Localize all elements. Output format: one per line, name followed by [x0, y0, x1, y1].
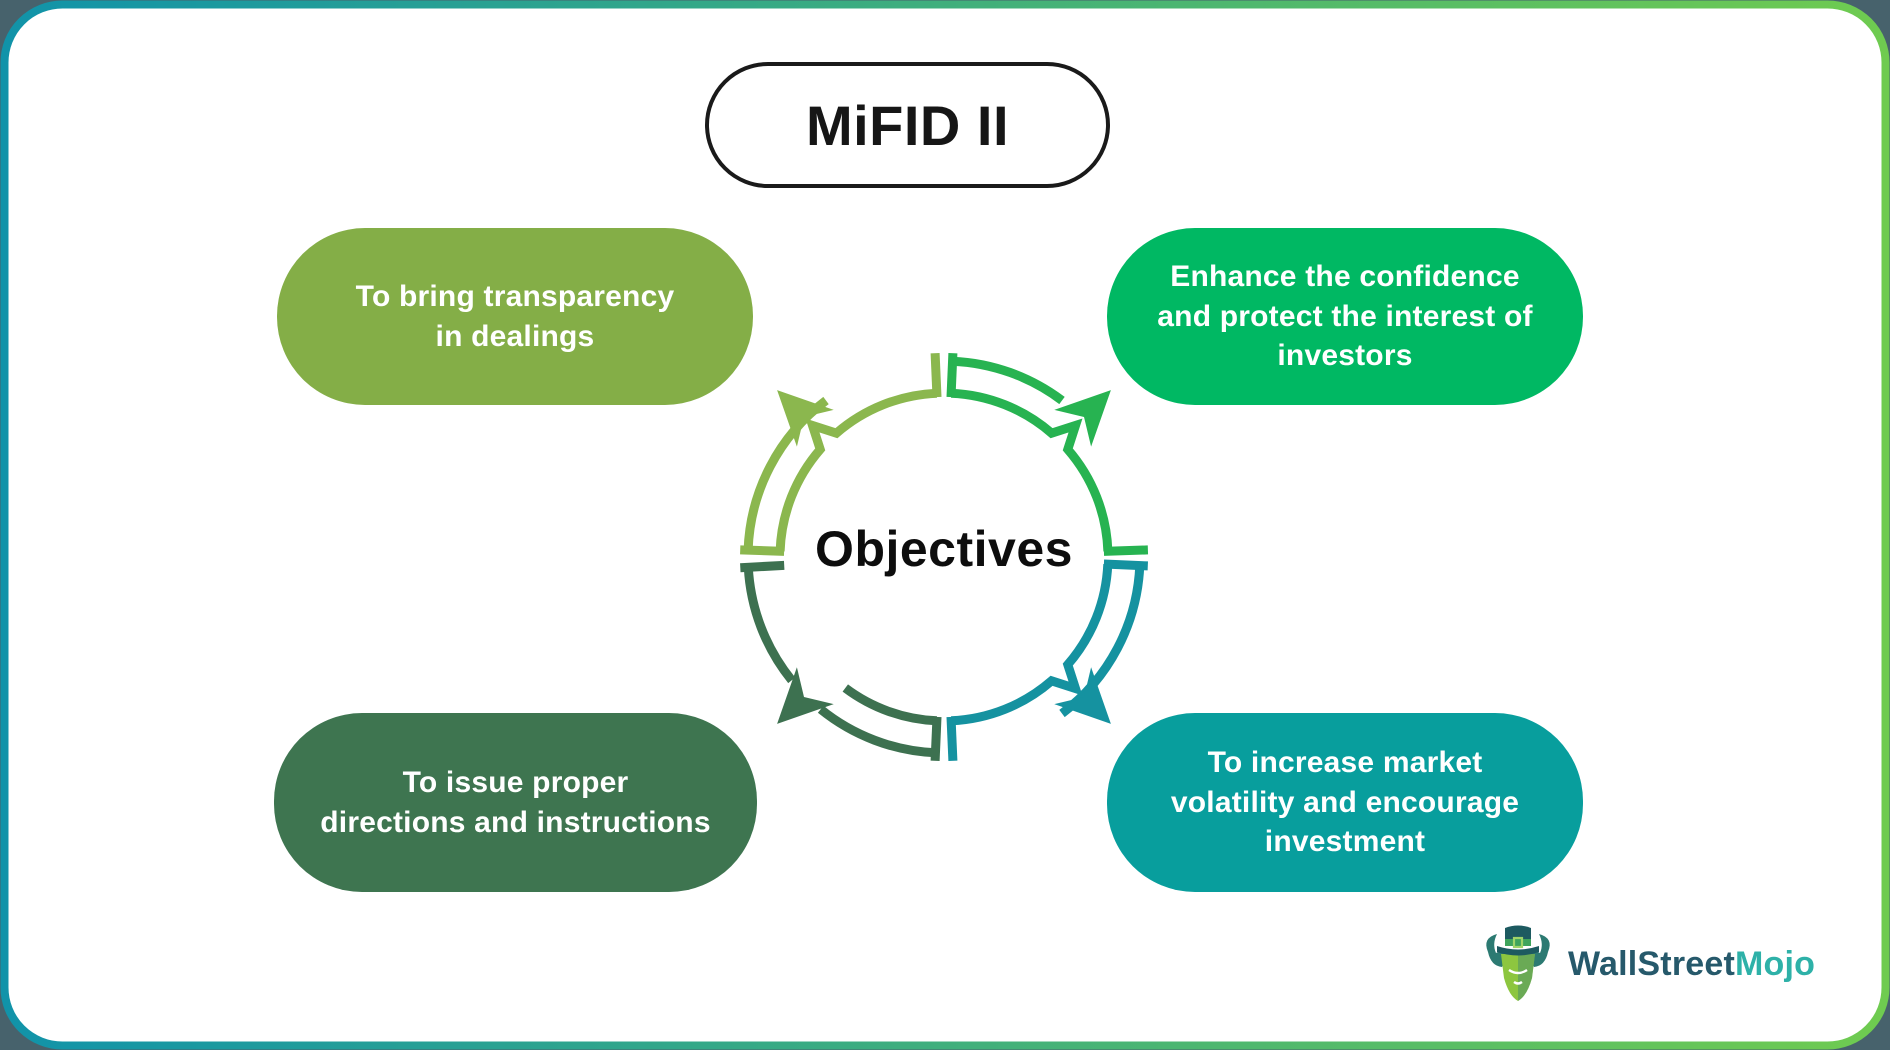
title-pill: MiFID II [705, 62, 1110, 188]
bull-hat-brim [1497, 946, 1539, 956]
page-title: MiFID II [805, 93, 1010, 157]
box-directions-label: To issue proper directions and instructi… [320, 765, 711, 839]
arc-outer-bottom-left [743, 567, 796, 684]
box-transparency-label: To bring transparency in dealings [355, 279, 675, 353]
cycle-arc-top-left [740, 353, 942, 556]
bull-hat-buckle [1512, 936, 1524, 949]
arc-inner-top-right [950, 388, 1113, 552]
bull-face-shade [1518, 954, 1535, 1001]
box-confidence: Enhance the confidence and protect the i… [1107, 228, 1583, 405]
bull-icon [1486, 925, 1550, 1001]
box-volatility: To increase market volatility and encour… [1107, 713, 1583, 892]
arc-cap-top-left-of-gap [930, 353, 942, 398]
arrow-se-icon [1054, 667, 1111, 724]
center-label: Objectives [815, 521, 1073, 577]
bull-hat-band [1505, 939, 1531, 946]
logo-text-wallstreet: WallStreet [1568, 944, 1736, 983]
box-directions: To issue proper directions and instructi… [274, 713, 757, 892]
logo-wordmark: WallStreetMojo [1568, 945, 1815, 984]
logo-text-mojo: Mojo [1735, 944, 1816, 983]
cycle-arc-bottom-left [740, 560, 942, 761]
arrow-nw-icon [777, 390, 834, 447]
arc-inner-bottom-right [950, 563, 1113, 726]
cycle-arc-bottom-right [946, 559, 1148, 761]
arc-cap-bottom-left-of-gap [930, 716, 942, 761]
arc-cap-right-below-gap [1103, 559, 1148, 571]
cycle-arc-top-right [946, 353, 1149, 556]
arc-cap-left-above-gap [740, 545, 785, 556]
arc-inner-bottom-left [842, 684, 938, 726]
arrow-ne-icon [1054, 390, 1111, 447]
arrow-sw-icon [777, 667, 834, 724]
arc-cap-left-below-gap [740, 560, 785, 573]
arc-outer2-bottom-left [817, 705, 936, 758]
box-confidence-label: Enhance the confidence and protect the i… [1157, 259, 1533, 373]
wallstreetmojo-logo: WallStreetMojo [1478, 922, 1815, 1006]
arc-cap-right-above-gap [1103, 545, 1149, 556]
box-transparency: To bring transparency in dealings [277, 228, 753, 405]
arc-cap-bottom-right-of-gap [946, 716, 958, 761]
box-volatility-label: To increase market volatility and encour… [1170, 745, 1520, 859]
arc-outer-top-right [952, 356, 1065, 405]
bull-face-lines [1508, 968, 1528, 985]
arc-inner-top-left [775, 388, 938, 552]
